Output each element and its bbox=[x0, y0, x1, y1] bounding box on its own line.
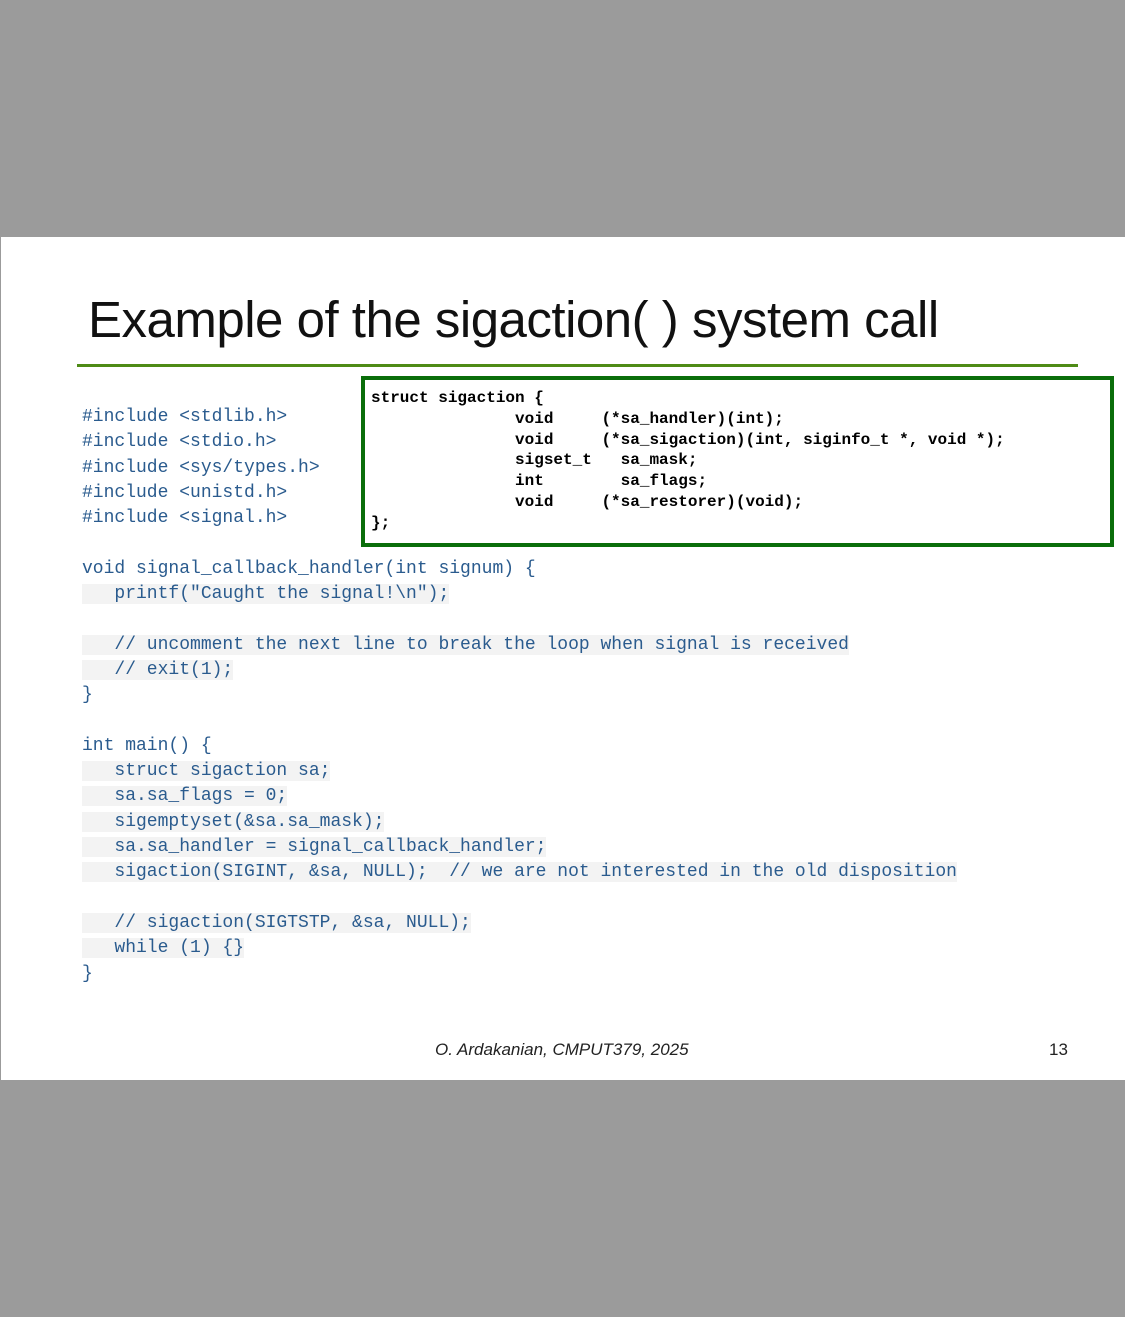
code-line: sigemptyset(&sa.sa_mask); bbox=[82, 810, 957, 835]
title-underline bbox=[77, 364, 1078, 367]
struct-line: void (*sa_handler)(int); bbox=[371, 409, 784, 428]
code-line-text: } bbox=[82, 963, 93, 984]
code-line: #include <unistd.h> bbox=[82, 481, 957, 506]
code-line: // uncomment the next line to break the … bbox=[82, 633, 957, 658]
code-line: while (1) {} bbox=[82, 936, 957, 961]
code-line: #include <stdio.h> bbox=[82, 430, 957, 455]
code-line-text: struct sigaction sa; bbox=[82, 761, 331, 782]
slide-footer: O. Ardakanian, CMPUT379, 2025 bbox=[435, 1040, 689, 1059]
code-line-text: sigaction(SIGINT, &sa, NULL); // we are … bbox=[82, 862, 957, 883]
code-line: #include <stdlib.h> bbox=[82, 405, 957, 430]
code-line: int main() { bbox=[82, 734, 957, 759]
code-line: sa.sa_handler = signal_callback_handler; bbox=[82, 835, 957, 860]
code-line-text: sa.sa_handler = signal_callback_handler; bbox=[82, 837, 547, 858]
struct-line: }; bbox=[371, 513, 391, 532]
code-line-text: } bbox=[82, 685, 93, 706]
code-line: #include <sys/types.h> bbox=[82, 456, 957, 481]
code-line: } bbox=[82, 683, 957, 708]
code-line: #include <signal.h> bbox=[82, 506, 957, 531]
code-line-text: // exit(1); bbox=[82, 659, 234, 680]
struct-sigaction-box: struct sigaction { void (*sa_handler)(in… bbox=[361, 376, 1114, 547]
code-line bbox=[82, 709, 957, 734]
code-line-text: void signal_callback_handler(int signum)… bbox=[82, 558, 536, 579]
code-line-text: sigemptyset(&sa.sa_mask); bbox=[82, 811, 385, 832]
code-line-text: #include <signal.h> bbox=[82, 508, 288, 529]
code-line bbox=[82, 607, 957, 632]
code-line-text: // uncomment the next line to break the … bbox=[82, 634, 849, 655]
code-line-text: int main() { bbox=[82, 735, 212, 756]
code-line-text: #include <unistd.h> bbox=[82, 482, 288, 503]
struct-line: void (*sa_restorer)(void); bbox=[371, 492, 804, 511]
code-line-text: // sigaction(SIGTSTP, &sa, NULL); bbox=[82, 912, 471, 933]
struct-sigaction-code: struct sigaction { void (*sa_handler)(in… bbox=[371, 388, 1005, 534]
page-number: 13 bbox=[1049, 1040, 1068, 1059]
struct-line: void (*sa_sigaction)(int, siginfo_t *, v… bbox=[371, 430, 1005, 449]
code-line: printf("Caught the signal!\n"); bbox=[82, 582, 957, 607]
code-line: void signal_callback_handler(int signum)… bbox=[82, 557, 957, 582]
code-line bbox=[82, 886, 957, 911]
code-listing: #include <stdlib.h> #include <stdio.h> #in… bbox=[82, 405, 957, 987]
code-line-text: while (1) {} bbox=[82, 938, 245, 959]
code-line: sigaction(SIGINT, &sa, NULL); // we are … bbox=[82, 860, 957, 885]
slide-title: Example of the sigaction( ) system call bbox=[88, 291, 939, 348]
code-line: struct sigaction sa; bbox=[82, 759, 957, 784]
code-line-text: #include <stdio.h> bbox=[82, 432, 277, 453]
code-line: // sigaction(SIGTSTP, &sa, NULL); bbox=[82, 911, 957, 936]
code-line: // exit(1); bbox=[82, 658, 957, 683]
code-line-text: printf("Caught the signal!\n"); bbox=[82, 584, 450, 605]
struct-line: struct sigaction { bbox=[371, 389, 544, 407]
code-line-text: #include <stdlib.h> bbox=[82, 407, 288, 427]
code-line: sa.sa_flags = 0; bbox=[82, 784, 957, 809]
code-line: } bbox=[82, 962, 957, 987]
code-line-text: sa.sa_flags = 0; bbox=[82, 786, 288, 807]
struct-line: sigset_t sa_mask; bbox=[371, 451, 698, 470]
code-line-text: #include <sys/types.h> bbox=[82, 457, 320, 478]
struct-line: int sa_flags; bbox=[371, 472, 708, 491]
